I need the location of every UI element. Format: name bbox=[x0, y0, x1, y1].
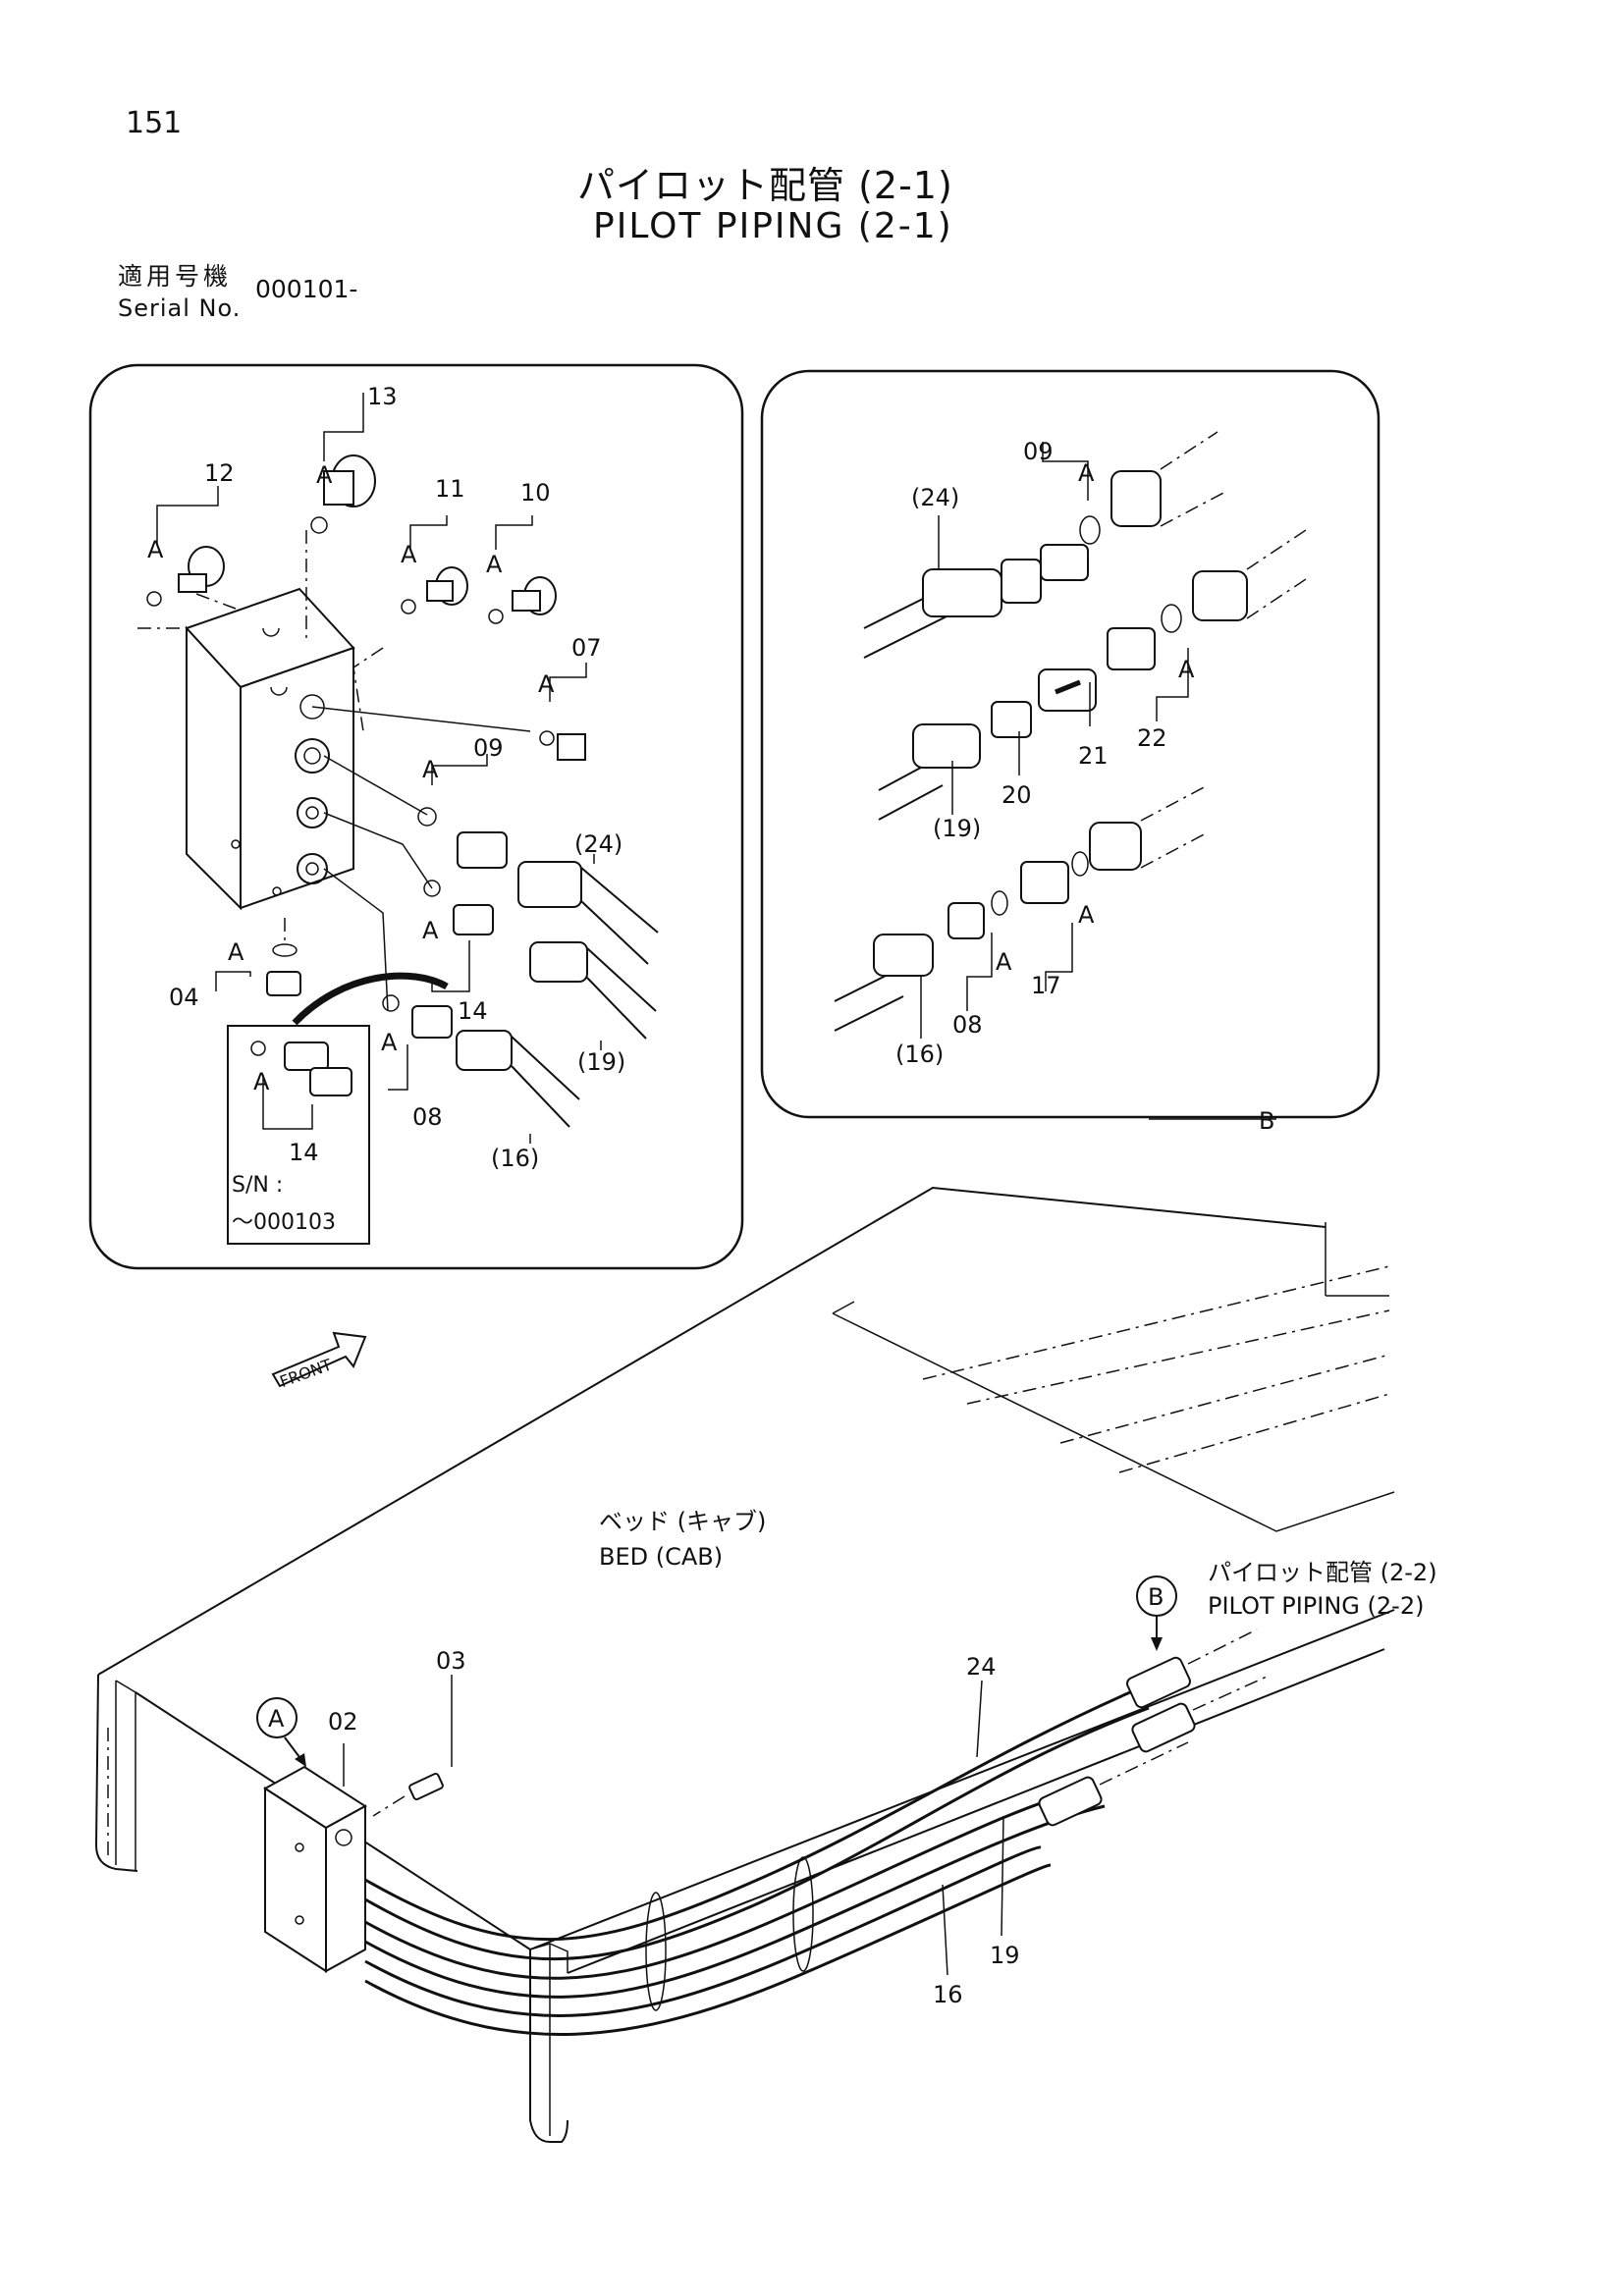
serial-number-value: 000101- bbox=[255, 275, 358, 303]
hose-19-end bbox=[529, 941, 657, 1040]
detail-letter-a-04: A bbox=[228, 938, 244, 966]
detail-letter-a-r22: A bbox=[1178, 656, 1195, 683]
page-title-japanese: パイロット配管 (2-1) bbox=[577, 164, 953, 207]
fitting-12 bbox=[146, 546, 225, 607]
detail-letter-a-14: A bbox=[422, 917, 439, 944]
control-block bbox=[185, 587, 355, 911]
fitting-11 bbox=[401, 566, 468, 614]
callout-16: (16) bbox=[491, 1145, 539, 1172]
inset-right-detail: A A A A 09 (24) 21 22 20 (19) 17 08 (16)… bbox=[760, 369, 1380, 1135]
ref-letter-b: B bbox=[1259, 1107, 1274, 1135]
detail-letter-a-09: A bbox=[422, 756, 439, 783]
front-arrow-icon: FRONT bbox=[271, 1331, 367, 1391]
plug-04 bbox=[266, 943, 301, 996]
callout-14: 14 bbox=[458, 997, 488, 1025]
main-assembly-view: FRONT bbox=[94, 1186, 1437, 2143]
fitting-07 bbox=[539, 730, 586, 761]
detail-letter-a-13: A bbox=[316, 461, 333, 489]
sn-label: S/N : bbox=[232, 1173, 283, 1198]
inset-left-detail: A A A A A A A A A A 13 12 11 10 07 09 (2… bbox=[88, 363, 744, 1270]
page-number: 151 bbox=[126, 106, 183, 140]
page-title-english: PILOT PIPING (2-1) bbox=[593, 206, 953, 246]
callout-24: (24) bbox=[574, 830, 623, 858]
fitting-09 bbox=[417, 807, 508, 869]
bed-label-japanese: ベッド (キャブ) bbox=[599, 1508, 766, 1535]
callout-09: 09 bbox=[473, 734, 504, 762]
callout-r20: 20 bbox=[1001, 781, 1032, 809]
bolt-03 bbox=[372, 1772, 444, 1817]
callout-r19: (19) bbox=[933, 815, 981, 842]
marker-a: A bbox=[256, 1697, 306, 1767]
hose-24-end bbox=[517, 861, 659, 965]
serial-label-english: Serial No. bbox=[118, 294, 242, 322]
callout-11: 11 bbox=[435, 475, 465, 503]
serial-label-japanese: 適用号機 bbox=[118, 262, 233, 291]
callout-r17: 17 bbox=[1031, 972, 1061, 999]
hose-16-end bbox=[456, 1030, 580, 1128]
callout-02: 02 bbox=[328, 1708, 358, 1735]
callout-r09: 09 bbox=[1023, 438, 1054, 465]
detail-letter-a-10: A bbox=[486, 551, 503, 578]
fitting-10 bbox=[488, 576, 557, 624]
old-serial-subinset bbox=[227, 1025, 370, 1245]
callout-03: 03 bbox=[436, 1647, 466, 1675]
pilot-piping-2-2-japanese: パイロット配管 (2-2) bbox=[1208, 1559, 1437, 1586]
detail-letter-a-14b: A bbox=[253, 1068, 270, 1095]
detail-letter-a-r08: A bbox=[996, 948, 1012, 976]
svg-text:B: B bbox=[1148, 1583, 1164, 1611]
callout-12: 12 bbox=[204, 459, 235, 487]
detail-letter-a-r17: A bbox=[1078, 901, 1095, 929]
marker-b: B bbox=[1136, 1575, 1177, 1651]
callout-07: 07 bbox=[571, 634, 602, 662]
fitting-14 bbox=[423, 880, 494, 935]
callout-r24: (24) bbox=[911, 484, 959, 511]
detail-letter-a-12: A bbox=[147, 536, 164, 563]
callout-19-main: 19 bbox=[990, 1942, 1020, 1969]
callout-04: 04 bbox=[169, 984, 199, 1011]
callout-08: 08 bbox=[412, 1103, 443, 1131]
svg-text:A: A bbox=[268, 1705, 285, 1733]
callout-10: 10 bbox=[520, 479, 551, 507]
detail-letter-a-11: A bbox=[401, 541, 417, 568]
detail-letter-a-07: A bbox=[538, 670, 555, 698]
fitting-13 bbox=[310, 454, 376, 534]
callout-14-old: 14 bbox=[289, 1139, 319, 1166]
callout-16-main: 16 bbox=[933, 1981, 963, 2008]
callout-13: 13 bbox=[367, 383, 398, 410]
callout-24-main: 24 bbox=[966, 1653, 997, 1681]
detail-letter-a-08: A bbox=[381, 1029, 398, 1056]
detail-letter-a-r09: A bbox=[1078, 459, 1095, 487]
callout-19: (19) bbox=[577, 1048, 625, 1076]
callout-r22: 22 bbox=[1137, 724, 1167, 752]
sn-value: ～000103 bbox=[232, 1210, 336, 1235]
fitting-08 bbox=[382, 994, 453, 1039]
valve-block-02 bbox=[263, 1765, 367, 1973]
callout-r08: 08 bbox=[952, 1011, 983, 1039]
pilot-piping-2-2-english: PILOT PIPING (2-2) bbox=[1208, 1592, 1424, 1620]
callout-r21: 21 bbox=[1078, 742, 1109, 770]
bed-label-english: BED (CAB) bbox=[599, 1543, 723, 1571]
callout-r16: (16) bbox=[895, 1041, 944, 1068]
